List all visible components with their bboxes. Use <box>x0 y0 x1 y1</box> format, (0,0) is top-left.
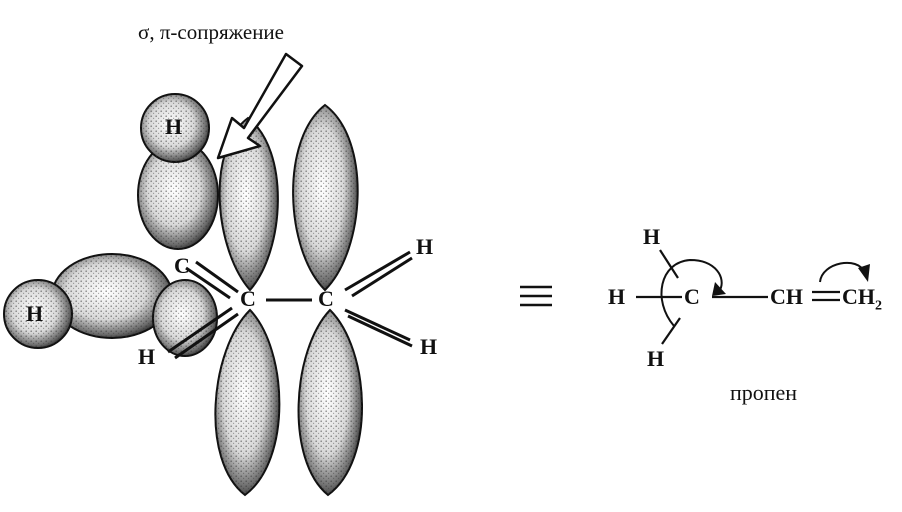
atom-h-left: H <box>26 301 44 326</box>
formula-h-top: H <box>643 224 661 249</box>
h-left-sigma-lobe <box>51 253 173 339</box>
p-orbital-2-upper-lobe <box>292 103 359 292</box>
h-top-sphere <box>140 93 210 163</box>
sigma-bonds <box>167 250 413 360</box>
atom-h-right-bottom: H <box>420 334 438 359</box>
formula-h-left: H <box>608 284 626 309</box>
atom-h-bottom-left: H <box>138 344 156 369</box>
formula-ch2: CH2 <box>842 286 882 313</box>
p-orbital-2-lower-lobe <box>297 308 363 497</box>
formula-ch2-subscript: 2 <box>875 298 882 314</box>
diagram-title: σ, π-сопряжение <box>138 20 284 44</box>
hyperconjugation-curved-arrow <box>660 258 726 327</box>
pi-shift-curved-arrow <box>819 262 870 283</box>
formula-bonds <box>636 249 840 345</box>
h-top-sigma-lobe <box>137 140 219 250</box>
conjugation-arrow <box>216 52 304 160</box>
atom-h-top: H <box>165 114 183 139</box>
atom-c-middle: C <box>240 286 256 311</box>
methyl-back-lobe <box>152 279 218 357</box>
formula-h-bottom: H <box>647 346 665 371</box>
formula-ch2-base: CH <box>842 284 875 309</box>
p-orbital-1-upper-lobe <box>218 116 279 292</box>
p-orbital-1-lower-lobe <box>214 308 281 497</box>
formula-ch: CH <box>770 284 803 309</box>
atom-c-methyl: C <box>174 253 190 278</box>
h-left-sphere <box>3 279 73 349</box>
atom-h-right-top: H <box>416 234 434 259</box>
molecule-caption: пропен <box>730 380 798 405</box>
formula-c: C <box>684 284 700 309</box>
atom-c-terminal: C <box>318 286 334 311</box>
equivalence-sign <box>520 285 552 307</box>
